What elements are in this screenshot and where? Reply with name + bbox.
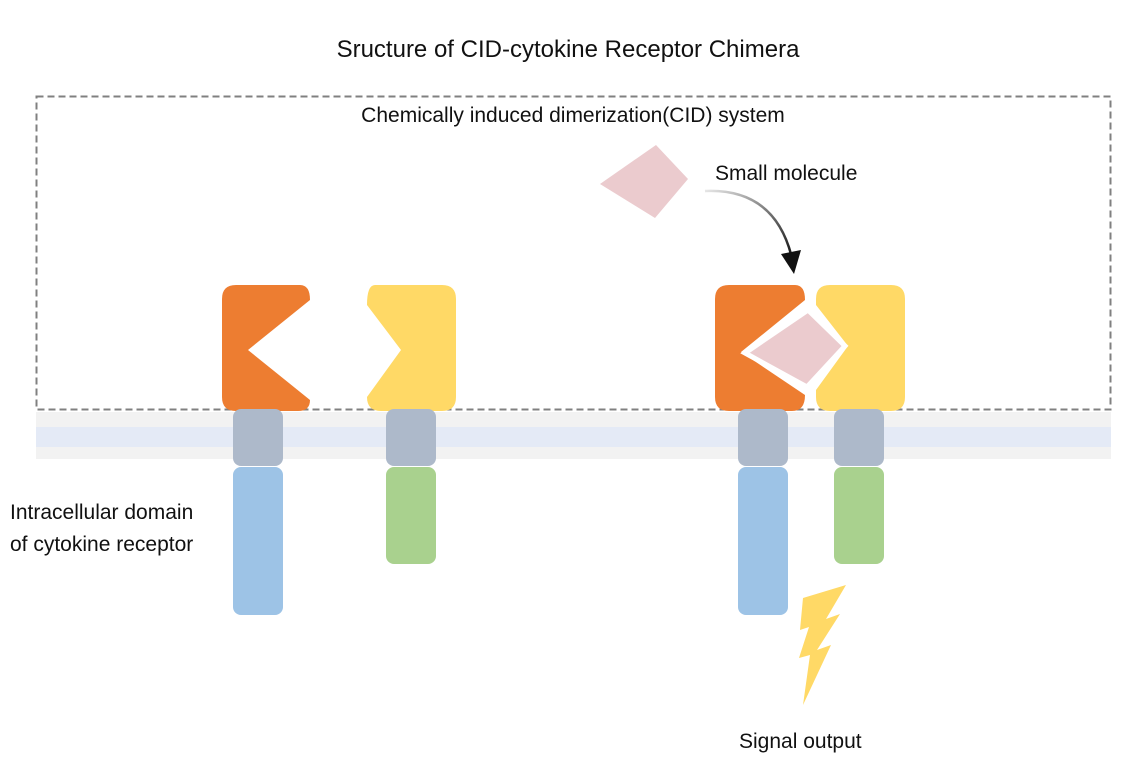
small-molecule-free	[600, 145, 688, 218]
intracellular-domain-blue	[738, 467, 788, 615]
lightning-bolt-icon	[799, 585, 846, 705]
yellow-binder-domain	[367, 285, 456, 411]
receptor-pair-bound	[715, 285, 905, 615]
transmembrane-domain	[738, 409, 788, 466]
cid-system-label: Chemically induced dimerization(CID) sys…	[361, 104, 785, 127]
intracellular-domain-green	[834, 467, 884, 564]
diagram-title: Sructure of CID-cytokine Receptor Chimer…	[336, 36, 800, 63]
cell-membrane	[36, 412, 1111, 459]
transmembrane-domain	[233, 409, 283, 466]
signal-output-label: Signal output	[739, 730, 862, 753]
arrow-head-icon	[781, 250, 801, 274]
yellow-binder-domain	[816, 285, 905, 411]
orange-binder-domain	[715, 285, 805, 411]
intracellular-domain-blue	[233, 467, 283, 615]
binding-arrow	[704, 189, 801, 274]
intracellular-domain-label: Intracellular domain of cytokine recepto…	[10, 497, 193, 561]
intracellular-label-line2: of cytokine receptor	[10, 533, 194, 556]
cid-system-box	[35, 95, 1112, 411]
transmembrane-domain	[834, 409, 884, 466]
receptor-pair-unbound	[222, 285, 456, 615]
small-molecule-bound	[740, 306, 849, 391]
membrane-inner-band	[36, 427, 1111, 447]
small-molecule-label: Small molecule	[715, 162, 858, 185]
transmembrane-domain	[386, 409, 436, 466]
intracellular-domain-green	[386, 467, 436, 564]
orange-binder-domain	[222, 285, 310, 411]
intracellular-label-line1: Intracellular domain	[10, 501, 194, 524]
